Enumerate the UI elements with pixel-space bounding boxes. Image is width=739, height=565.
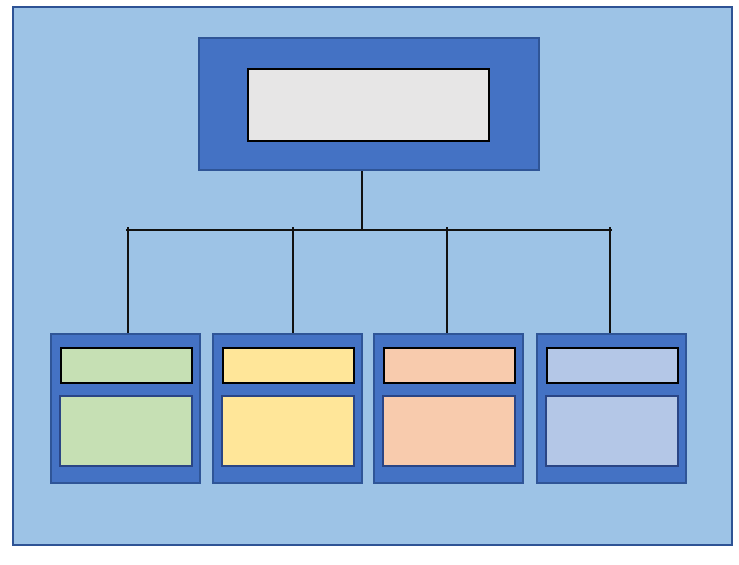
connector-drop-4 — [609, 227, 611, 333]
child-node-3 — [373, 333, 524, 484]
child-3-title-box — [383, 347, 516, 384]
root-node — [198, 37, 540, 171]
child-1-title-box — [60, 347, 193, 384]
connector-trunk — [361, 171, 363, 231]
child-3-body-box — [382, 395, 516, 467]
child-node-1 — [50, 333, 201, 484]
child-2-body-box — [221, 395, 355, 467]
child-4-body-box — [545, 395, 679, 467]
connector-drop-3 — [446, 227, 448, 333]
child-4-title-box — [546, 347, 679, 384]
connector-drop-1 — [127, 227, 129, 333]
connector-horizontal-bar — [126, 229, 612, 231]
root-node-inner-box — [247, 68, 490, 142]
child-node-2 — [212, 333, 363, 484]
connector-drop-2 — [292, 227, 294, 333]
child-node-4 — [536, 333, 687, 484]
child-1-body-box — [59, 395, 193, 467]
child-2-title-box — [222, 347, 355, 384]
